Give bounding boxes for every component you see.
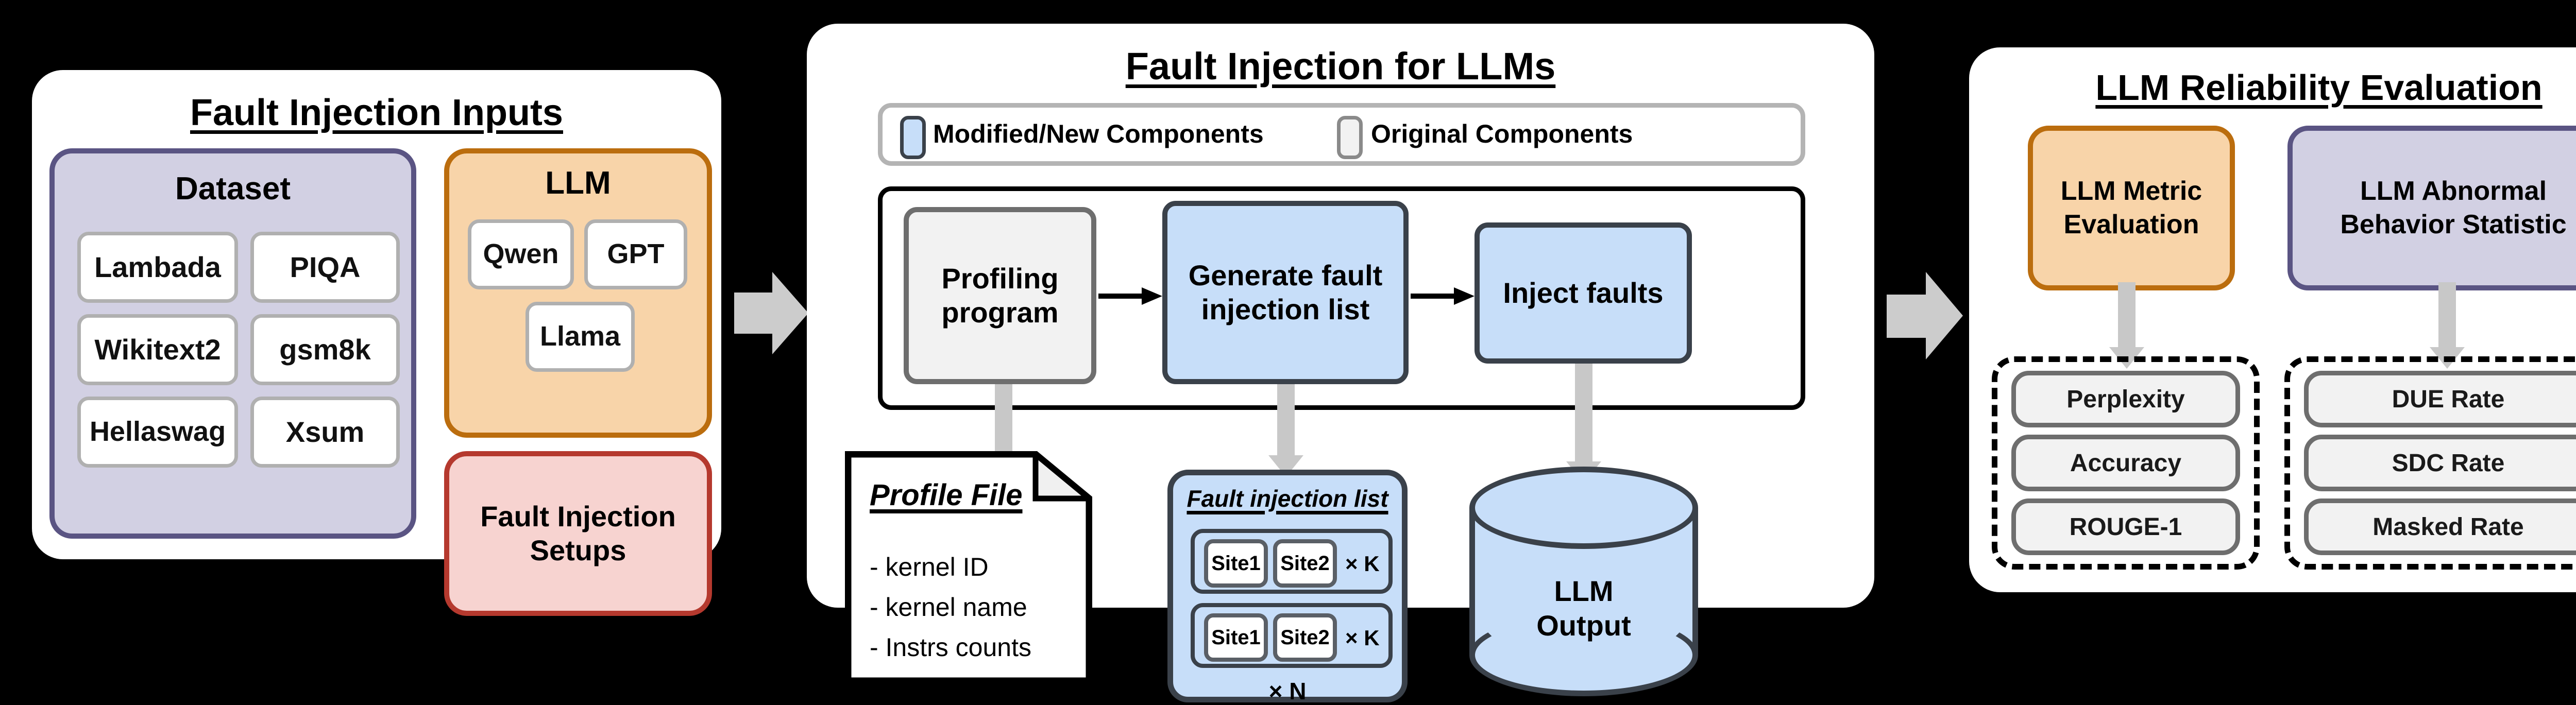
flow-box-generate-fault-injection-list[interactable]: Generate fault injection list: [1162, 201, 1409, 384]
down-arrow-llm-output: [1566, 364, 1601, 484]
cylinder-top: [1469, 467, 1698, 549]
left-panel: Fault Injection Inputs Dataset Lambada P…: [32, 70, 721, 616]
llm-chip-llama[interactable]: Llama: [526, 302, 635, 372]
llm-chip-qwen[interactable]: Qwen: [468, 219, 574, 289]
flow-box-inject-faults[interactable]: Inject faults: [1475, 222, 1692, 364]
flow-inject-line1: Inject faults: [1503, 276, 1664, 309]
flow-profiling-line1: Profiling: [941, 262, 1059, 295]
profile-file-line-1: - kernel ID: [870, 553, 989, 581]
llm-chip-gpt[interactable]: GPT: [584, 219, 687, 289]
legend-label-modified: Modified/New Components: [933, 119, 1264, 148]
site-chip-row1-site2[interactable]: Site2: [1273, 539, 1337, 588]
dataset-chip-hellaswag[interactable]: Hellaswag: [77, 397, 238, 468]
down-arrow-fault-injection-list: [1268, 384, 1303, 478]
llm-output-cylinder: LLM Output: [1469, 467, 1698, 697]
metric-eval-line2: Evaluation: [2063, 210, 2199, 239]
right-panel-title: LLM Reliability Evaluation: [2095, 67, 2543, 108]
site-chip-row2-site1[interactable]: Site1: [1204, 613, 1268, 662]
dataset-chip-wikitext2[interactable]: Wikitext2: [77, 314, 238, 385]
flow-box-profiling-program[interactable]: Profiling program: [904, 207, 1096, 384]
dataset-title: Dataset: [175, 171, 291, 207]
abnormal-line1: LLM Abnormal: [2360, 176, 2547, 206]
fault-injection-list-title: Fault injection list: [1187, 485, 1388, 512]
profile-file-line-2: - kernel name: [870, 593, 1027, 622]
row1-multiplier: × K: [1345, 552, 1380, 576]
right-panel: LLM Reliability Evaluation LLM Metric Ev…: [1969, 47, 2576, 592]
flow-profiling-line2: program: [941, 296, 1059, 329]
middle-panel: Fault Injection for LLMs Modified/New Co…: [807, 24, 1874, 704]
llm-title: LLM: [545, 165, 611, 201]
metric-chip-masked-rate[interactable]: Masked Rate: [2304, 498, 2576, 555]
dataset-chip-gsm8k[interactable]: gsm8k: [250, 314, 400, 385]
flow-generate-line1: Generate fault: [1188, 259, 1383, 291]
abnormal-line2: Behavior Statistic: [2340, 210, 2567, 239]
legend-swatch-original: [1337, 116, 1363, 159]
dataset-chip-piqa[interactable]: PIQA: [250, 232, 400, 303]
profile-file-line-3: - Instrs counts: [870, 633, 1031, 662]
middle-panel-title: Fault Injection for LLMs: [1125, 45, 1556, 88]
llm-output-line2: Output: [1536, 609, 1631, 642]
site-chip-row2-site2[interactable]: Site2: [1273, 613, 1337, 662]
site-chip-row1-site1[interactable]: Site1: [1204, 539, 1268, 588]
legend-swatch-modified: [900, 116, 926, 159]
metric-chip-due-rate[interactable]: DUE Rate: [2304, 371, 2576, 427]
llm-output-line1: LLM: [1554, 575, 1614, 607]
setups-line2: Setups: [530, 534, 626, 566]
flow-generate-line2: injection list: [1201, 293, 1370, 325]
flow-connector-2: [1411, 287, 1475, 305]
dataset-chip-xsum[interactable]: Xsum: [250, 397, 400, 468]
fault-injection-list-row-2: Site1 Site2 × K: [1191, 603, 1393, 668]
llm-metric-evaluation-box[interactable]: LLM Metric Evaluation: [2028, 126, 2235, 290]
llm-output-label: LLM Output: [1469, 574, 1698, 643]
profile-file-document: Profile File - kernel ID - kernel name -…: [844, 448, 1097, 684]
metric-chip-sdc-rate[interactable]: SDC Rate: [2304, 435, 2576, 491]
abnormal-group-dashed-container: [2284, 356, 2576, 570]
dataset-group: Dataset Lambada PIQA Wikitext2 gsm8k Hel…: [49, 148, 416, 539]
fault-injection-setups-box[interactable]: Fault Injection Setups: [444, 451, 712, 616]
stage-arrow-1: [734, 272, 808, 354]
left-panel-title: Fault Injection Inputs: [190, 92, 563, 133]
metric-chip-accuracy[interactable]: Accuracy: [2011, 435, 2240, 491]
fault-injection-list-outer-multiplier: × N: [1268, 678, 1307, 704]
metric-group-dashed-container: [1992, 356, 2260, 570]
row2-multiplier: × K: [1345, 626, 1380, 650]
metric-chip-perplexity[interactable]: Perplexity: [2011, 371, 2240, 427]
flow-connector-1: [1098, 287, 1162, 305]
legend-label-original: Original Components: [1371, 119, 1633, 148]
fault-injection-list-row-1: Site1 Site2 × K: [1191, 529, 1393, 594]
dataset-chip-lambada[interactable]: Lambada: [77, 232, 238, 303]
metric-chip-rouge-1[interactable]: ROUGE-1: [2011, 498, 2240, 555]
legend-box: Modified/New Components Original Compone…: [878, 103, 1805, 166]
profile-file-title: Profile File: [870, 478, 1023, 512]
metric-eval-line1: LLM Metric: [2060, 176, 2202, 206]
llm-abnormal-behavior-statistic-box[interactable]: LLM Abnormal Behavior Statistic: [2287, 126, 2576, 290]
fault-injection-list-box: Fault injection list Site1 Site2 × K Sit…: [1167, 470, 1408, 704]
setups-line1: Fault Injection: [480, 500, 676, 532]
stage-arrow-2: [1887, 272, 1963, 359]
llm-group: LLM Qwen GPT Llama: [444, 148, 712, 438]
